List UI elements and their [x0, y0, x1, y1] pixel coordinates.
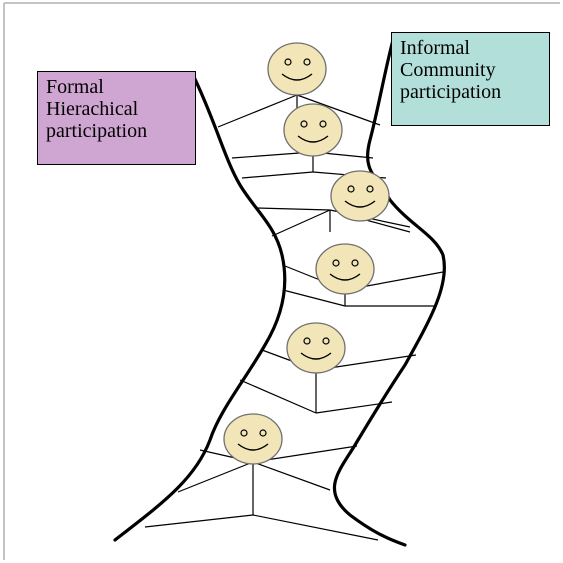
face-head: [224, 414, 282, 464]
smiley-face-2: [284, 104, 342, 156]
formal-participation-box: Formal Hierachical participation: [37, 71, 196, 165]
face-head: [331, 171, 389, 221]
smiley-face-1: [268, 43, 326, 95]
informal-box-line-1: Informal: [400, 37, 541, 59]
smiley-face-5: [287, 323, 345, 373]
smiley-face-3: [331, 171, 389, 221]
smiley-face-4: [316, 244, 374, 294]
face-head: [284, 104, 342, 156]
formal-box-line-1: Formal: [46, 76, 187, 98]
face-head: [316, 244, 374, 294]
formal-box-line-3: participation: [46, 120, 187, 142]
informal-box-line-2: Community: [400, 59, 541, 81]
face-head: [287, 323, 345, 373]
smiley-face-6: [224, 414, 282, 464]
face-head: [268, 43, 326, 95]
informal-box-line-3: participation: [400, 81, 541, 103]
informal-participation-box: Informal Community participation: [391, 32, 550, 126]
formal-box-line-2: Hierachical: [46, 98, 187, 120]
